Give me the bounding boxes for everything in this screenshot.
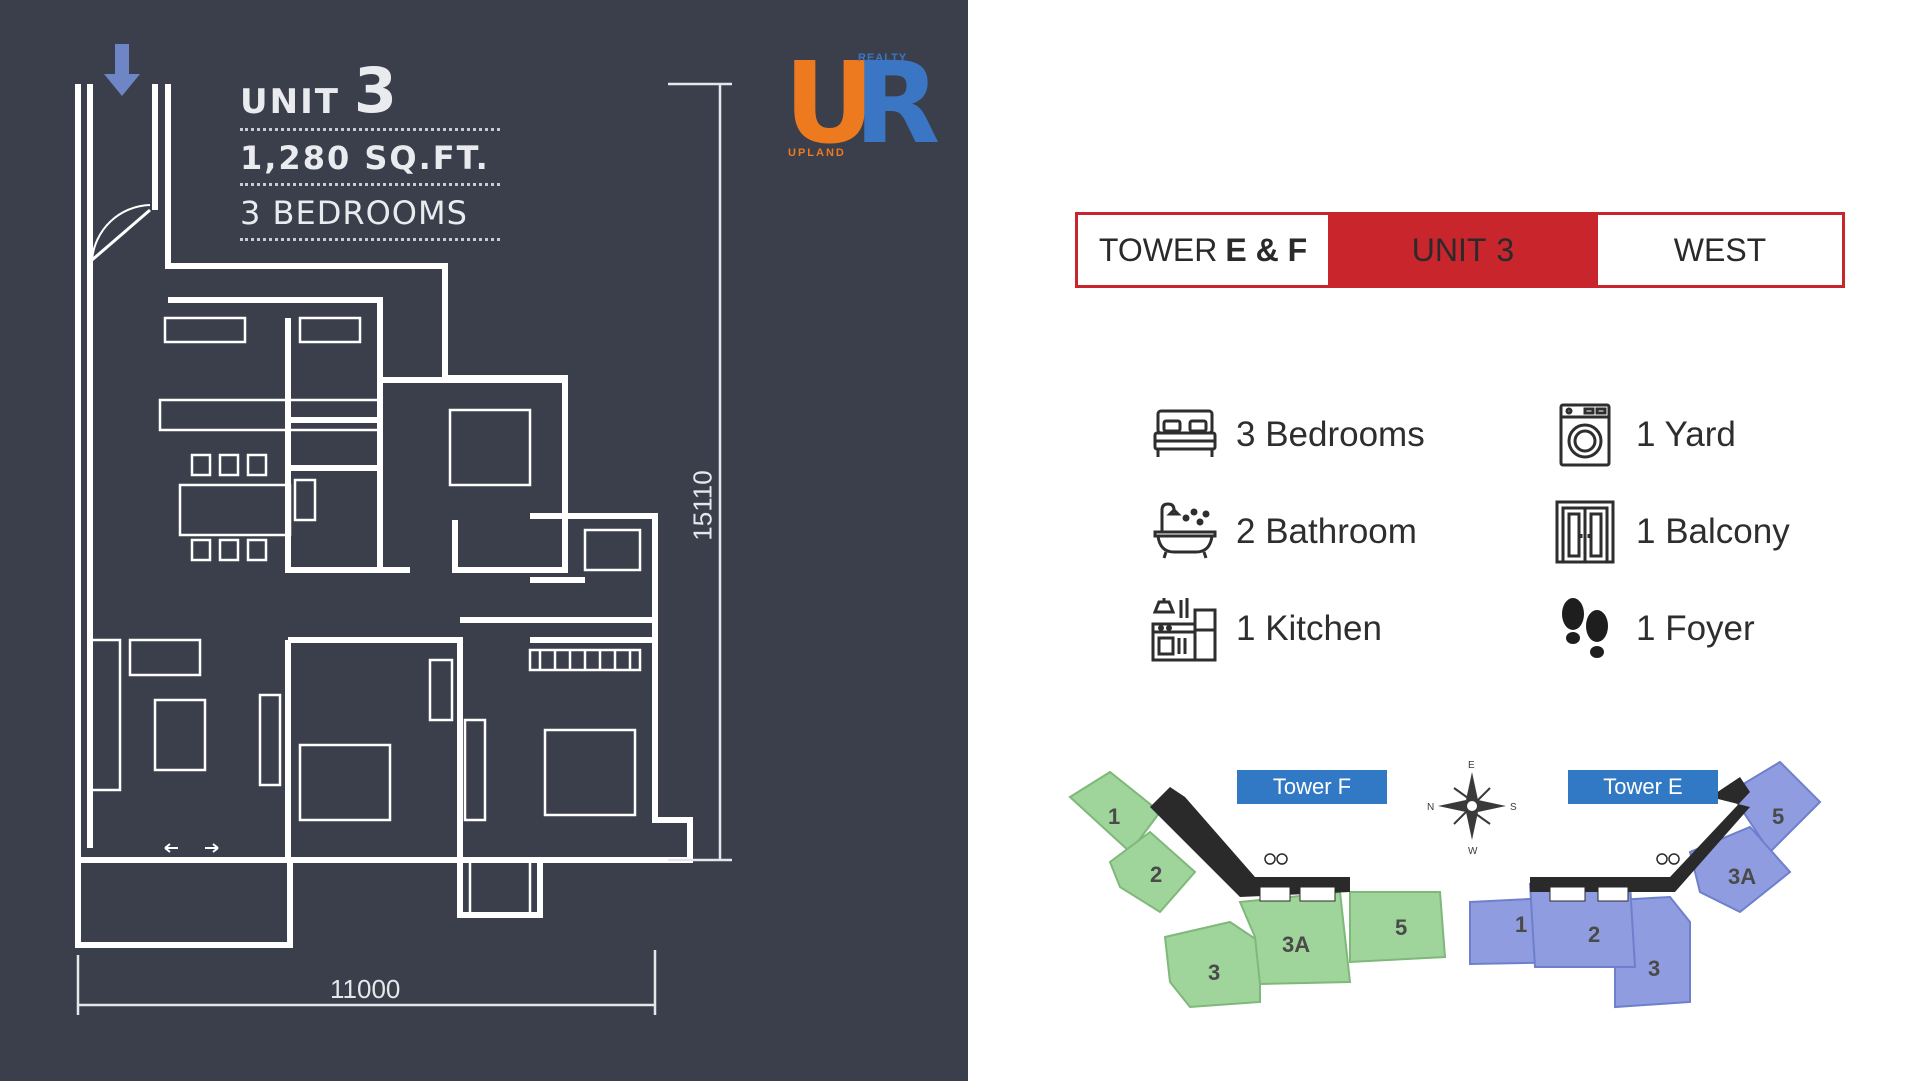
tower-value: E & F (1225, 231, 1308, 268)
floor-plan-drawing (75, 44, 732, 1015)
unit-area: 1,280 SQ.FT. (240, 139, 490, 177)
balcony-door-icon (1550, 497, 1620, 567)
tower-prefix: TOWER (1098, 231, 1218, 268)
tower-f-label: Tower F (1237, 770, 1387, 804)
compass-e: E (1468, 760, 1475, 771)
tower-e-unit-label: 3 (1648, 956, 1660, 981)
dimension-height: 15110 (687, 470, 718, 541)
feature-label: 1 Yard (1636, 415, 1736, 454)
dotted-divider (240, 183, 500, 186)
tower-f-lift-box (1259, 886, 1291, 902)
feature-bedrooms: 3 Bedrooms (1150, 400, 1425, 470)
tower-f-core (1150, 787, 1350, 897)
floor-plan-panel: UNIT 3 1,280 SQ.FT. 3 BEDROOMS 11000 151… (0, 0, 968, 1081)
compass-icon: N E S W (1427, 760, 1517, 857)
feature-yard: 1 Yard (1550, 400, 1736, 470)
tower-f-lift-box (1299, 886, 1336, 902)
tower-e-lift-box (1597, 886, 1629, 902)
tower-e-unit-label: 3A (1728, 864, 1756, 889)
tower-f-unit-5-shape (1349, 891, 1447, 964)
bed-icon (1150, 400, 1220, 470)
feature-balcony: 1 Balcony (1550, 497, 1790, 567)
feature-kitchen: 1 Kitchen (1150, 594, 1382, 664)
feature-label: 1 Foyer (1636, 609, 1755, 648)
tower-f-unit-label: 3 (1208, 960, 1220, 985)
unit-bedrooms: 3 BEDROOMS (240, 194, 468, 232)
tower-f-plan (1068, 770, 1447, 1009)
kitchen-icon (1150, 594, 1220, 664)
feature-label: 2 Bathroom (1236, 512, 1417, 551)
dimension-width: 11000 (330, 974, 401, 1004)
compass-w: W (1468, 846, 1478, 857)
unit-title: UNIT 3 (240, 54, 500, 127)
tower-f-unit-label: 2 (1150, 862, 1162, 887)
tower-f-unit-2-shape (1108, 830, 1197, 914)
dotted-divider (240, 128, 500, 131)
compass-n: N (1427, 802, 1434, 813)
logo-letter-u: U (784, 39, 875, 169)
unit-word: UNIT (240, 82, 340, 122)
tower-e-unit-5-shape (1728, 760, 1822, 854)
tower-e-unit-label: 5 (1772, 804, 1784, 829)
feature-bathroom: 2 Bathroom (1150, 497, 1417, 567)
feature-label: 1 Kitchen (1236, 609, 1382, 648)
tower-e-lift-box (1549, 886, 1586, 902)
feature-label: 3 Bedrooms (1236, 415, 1425, 454)
unit-number: 3 (353, 54, 400, 127)
unit-cell: UNIT 3 (1328, 215, 1598, 285)
dotted-divider (240, 238, 500, 241)
unit-value: 3 (1496, 231, 1515, 268)
tower-f-unit-label: 1 (1108, 804, 1120, 829)
compass-s: S (1510, 802, 1517, 813)
tower-f-unit-3-shape (1163, 920, 1261, 1009)
unit-prefix: UNIT (1411, 231, 1487, 268)
tower-e-unit-label: 2 (1588, 922, 1600, 947)
tower-e-core (1530, 777, 1750, 892)
bathtub-icon (1150, 497, 1220, 567)
tower-e-plan (1469, 760, 1822, 1009)
tower-f-unit-label: 3A (1282, 932, 1310, 957)
site-plan: 1 2 3 3A 5 1 2 3 3A 5 N E S W (1068, 760, 1822, 1009)
tower-cell: TOWER E & F (1078, 215, 1328, 285)
feature-label: 1 Balcony (1636, 512, 1790, 551)
direction-cell: WEST (1673, 231, 1767, 268)
footprints-icon (1550, 594, 1620, 664)
feature-foyer: 1 Foyer (1550, 594, 1755, 664)
tower-e-unit-3a-shape (1688, 825, 1792, 914)
tower-f-unit-label: 5 (1395, 915, 1407, 940)
upland-realty-logo: U R REALTY UPLAND (784, 39, 940, 169)
tower-unit-direction-bar: TOWER E & F UNIT 3 WEST (1075, 212, 1845, 288)
logo-word-upland: UPLAND (788, 147, 846, 159)
washing-machine-icon (1550, 400, 1620, 470)
logo-letter-r: R (854, 39, 941, 169)
logo-word-realty: REALTY (858, 52, 908, 64)
unit-summary: UNIT 3 1,280 SQ.FT. 3 BEDROOMS (240, 60, 500, 249)
tower-e-label: Tower E (1568, 770, 1718, 804)
tower-e-unit-label: 1 (1515, 912, 1527, 937)
